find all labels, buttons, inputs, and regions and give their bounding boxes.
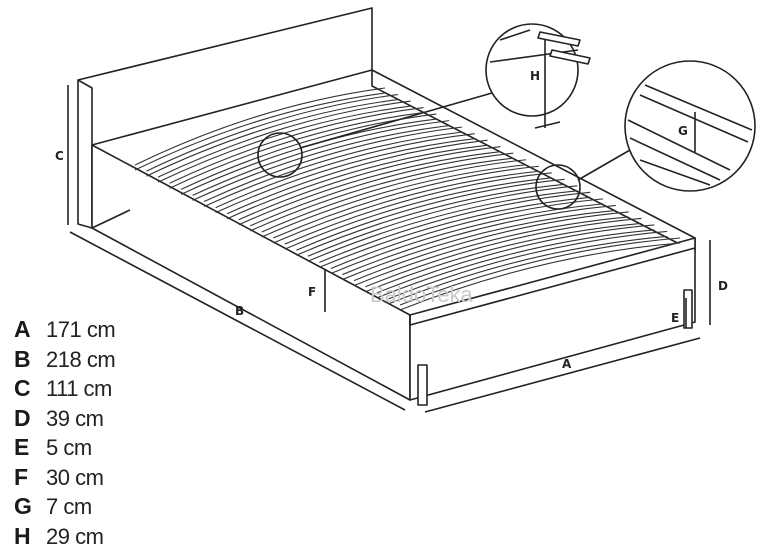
left-rail — [92, 145, 410, 400]
leg — [418, 365, 427, 405]
dim-label-d: D — [718, 279, 728, 293]
legend-value: 30 cm — [46, 465, 103, 491]
legend-key: C — [14, 375, 46, 402]
dim-label-h: H — [530, 69, 540, 83]
legend-value: 171 cm — [46, 317, 115, 343]
legend-value: 5 cm — [46, 435, 92, 461]
legend-key: H — [14, 523, 46, 550]
watermark: BaldoTeka — [370, 282, 474, 307]
legend-key: A — [14, 316, 46, 343]
dim-label-f: F — [308, 285, 316, 299]
legend-key: G — [14, 493, 46, 520]
legend-key: B — [14, 346, 46, 373]
legend-key: F — [14, 464, 46, 491]
legend-value: 218 cm — [46, 347, 115, 373]
dim-label-b: B — [235, 304, 244, 318]
legend-value: 29 cm — [46, 524, 103, 550]
legend-key: D — [14, 405, 46, 432]
detail-circle-g — [625, 61, 755, 191]
dim-label-c: C — [55, 149, 64, 163]
dim-label-e: E — [671, 311, 679, 325]
dim-label-g: G — [678, 124, 688, 138]
dim-label-a: A — [562, 357, 572, 371]
legend-key: E — [14, 434, 46, 461]
legend-value: 39 cm — [46, 406, 103, 432]
legend-value: 111 cm — [46, 376, 112, 402]
legend-value: 7 cm — [46, 494, 92, 520]
